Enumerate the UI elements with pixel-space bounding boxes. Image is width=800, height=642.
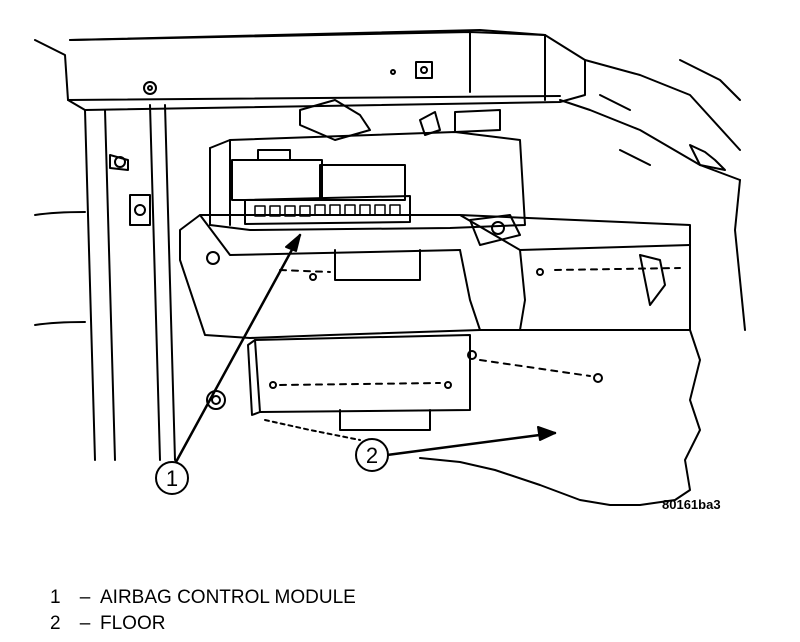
legend: 1–AIRBAG CONTROL MODULE 2–FLOOR bbox=[50, 585, 356, 637]
lower-mounting-plate bbox=[206, 334, 603, 431]
legend-item-label: AIRBAG CONTROL MODULE bbox=[100, 587, 356, 608]
airbag-control-module bbox=[209, 99, 526, 231]
airbag-module-illustration: 1 2 bbox=[34, 29, 746, 506]
legend-item-separator: – bbox=[79, 587, 91, 608]
left-pillar bbox=[34, 104, 176, 461]
callout-2: 2 bbox=[355, 426, 557, 472]
legend-item-label: FLOOR bbox=[100, 613, 166, 634]
figure-code: 80161ba3 bbox=[662, 497, 721, 512]
legend-item-1: 1–AIRBAG CONTROL MODULE bbox=[50, 585, 356, 611]
legend-item-number: 1 bbox=[50, 587, 61, 608]
legend-item-number: 2 bbox=[50, 613, 61, 634]
floor-outline bbox=[264, 179, 746, 506]
callout-1: 1 bbox=[155, 233, 302, 495]
instrument-panel-beam bbox=[34, 29, 586, 111]
mounting-bracket bbox=[179, 214, 691, 339]
legend-item-separator: – bbox=[79, 613, 91, 634]
callout-2-number: 2 bbox=[366, 443, 378, 468]
callout-1-number: 1 bbox=[166, 466, 178, 491]
dash-structure-right bbox=[559, 59, 741, 181]
legend-item-2: 2–FLOOR bbox=[50, 611, 356, 637]
